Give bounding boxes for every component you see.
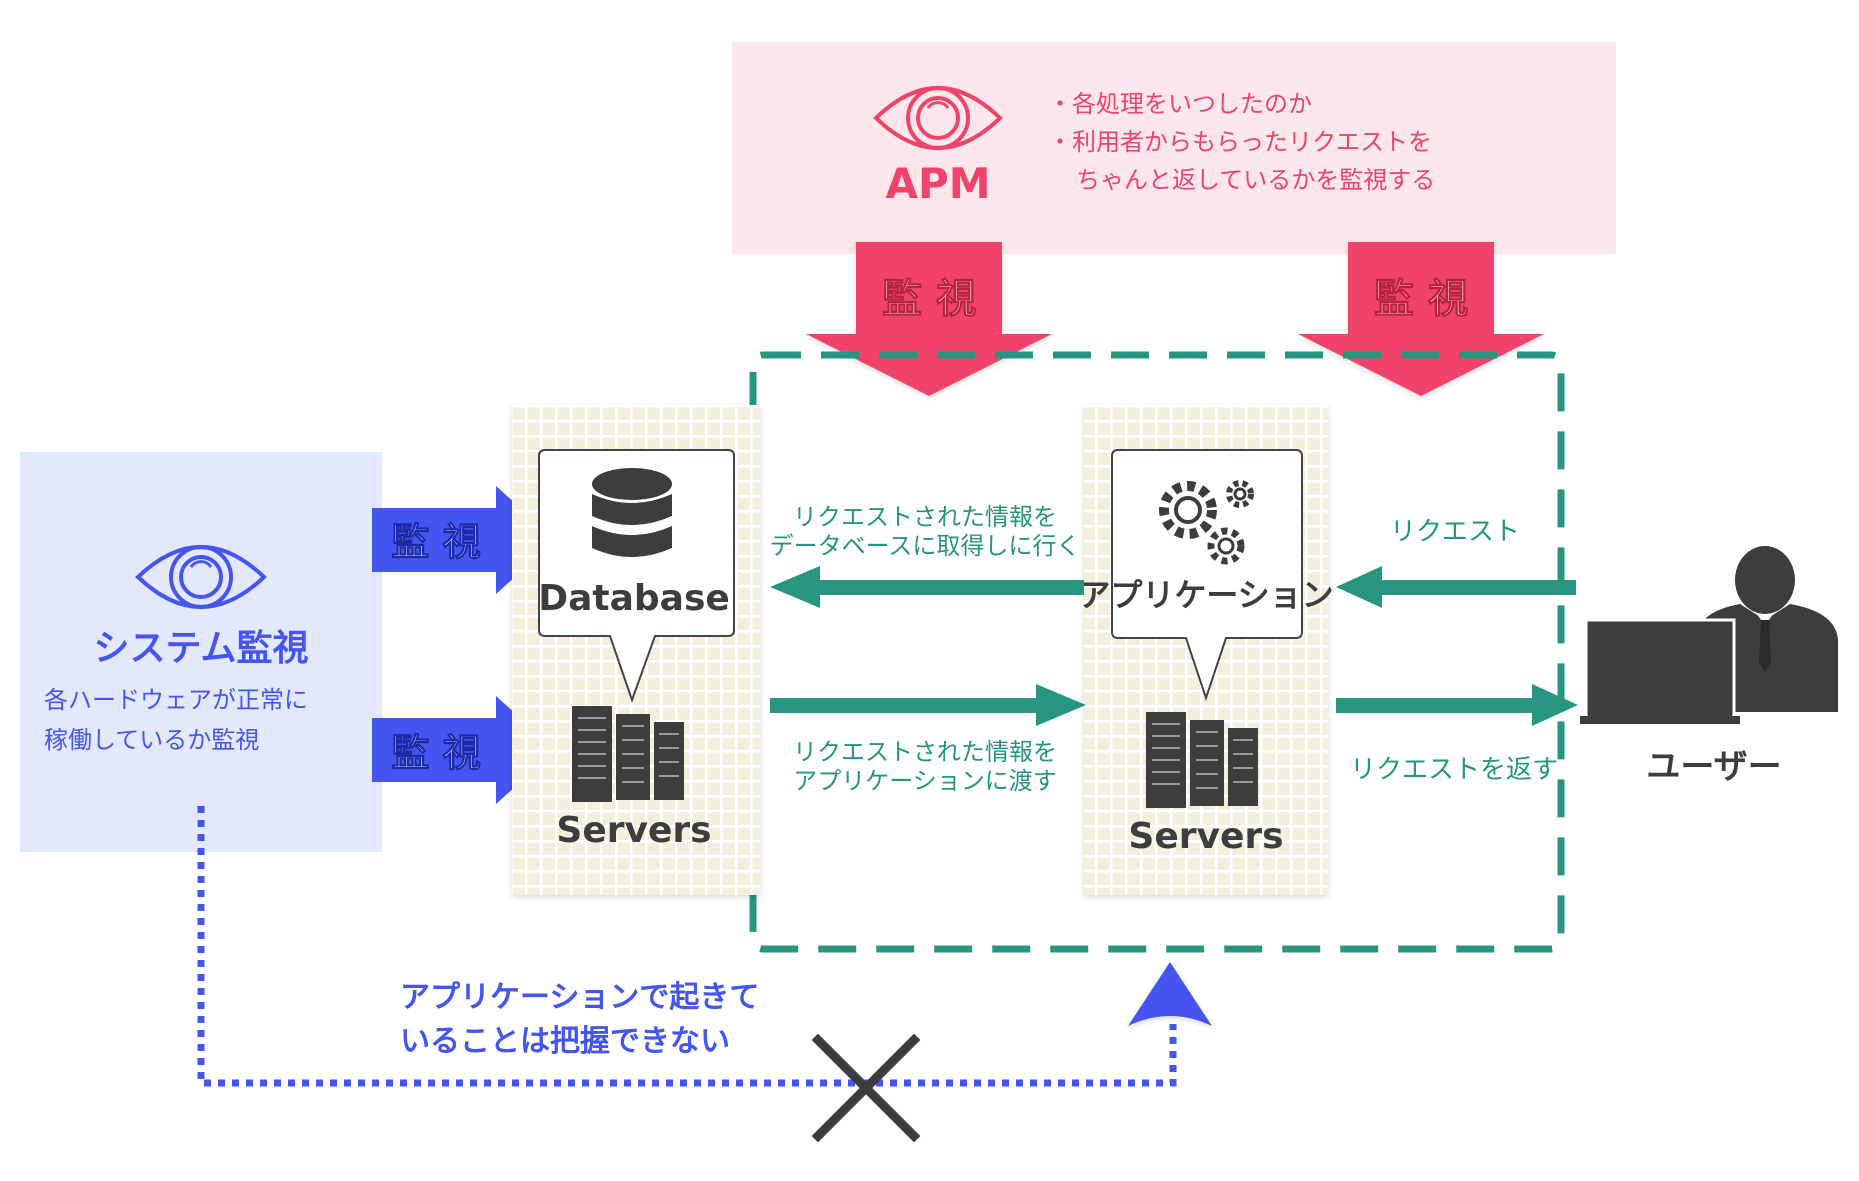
system-monitoring-title: システム監視: [94, 628, 309, 669]
system-monitoring-desc-2: 稼働しているか監視: [44, 726, 259, 754]
flow-to-db-line2: データベースに取得しに行く: [770, 532, 1081, 560]
flow-to-app-line1: リクエストされた情報を: [793, 738, 1057, 766]
system-monitor-label-servers: 監 視: [391, 731, 480, 775]
system-monitor-label-database: 監 視: [391, 520, 480, 564]
note-line2: いることは把握できない: [400, 1024, 730, 1059]
apm-bullet-1: ・各処理をいつしたのか: [1048, 90, 1312, 118]
flow-to-app-line2: アプリケーションに渡す: [793, 767, 1057, 795]
user-label: ユーザー: [1646, 747, 1781, 787]
apm-bullet-2: ・利用者からもらったリクエストを: [1048, 128, 1432, 156]
apm-monitor-label-left: 監 視: [882, 276, 976, 322]
database-label: Database: [538, 578, 730, 619]
db-servers-label: Servers: [556, 810, 711, 851]
database-callout: [538, 449, 735, 704]
app-servers-label: Servers: [1128, 816, 1283, 857]
flow-request: リクエスト: [1390, 517, 1520, 547]
arrow-app-to-user: [1336, 684, 1578, 726]
system-eye-icon: [135, 545, 267, 609]
apm-monitor-label-right: 監 視: [1374, 276, 1468, 322]
database-icon: [592, 468, 672, 557]
apm-monitor-arrow-right: 監 視: [1298, 242, 1544, 396]
db-servers-icon: [572, 706, 684, 802]
apm-title: APM: [885, 159, 990, 208]
app-servers-icon: [1146, 712, 1258, 808]
note-line1: アプリケーションで起きて: [400, 980, 759, 1015]
arrow-db-to-app: [770, 684, 1086, 726]
flow-return-request: リクエストを返す: [1350, 755, 1558, 785]
system-monitor-arrow-database: 監 視: [372, 486, 556, 594]
system-monitoring-panel: [20, 452, 382, 852]
system-monitor-arrow-servers: 監 視: [372, 696, 556, 804]
laptop-icon: [1580, 618, 1740, 724]
gears-icon: [1159, 480, 1254, 565]
application-label: アプリケーション: [1078, 576, 1333, 614]
system-monitoring-desc-1: 各ハードウェアが正常に: [44, 686, 308, 714]
apm-eye-icon: [873, 86, 1003, 150]
flow-to-db-line1: リクエストされた情報を: [793, 503, 1057, 531]
apm-bullet-3: ちゃんと返しているかを監視する: [1076, 166, 1435, 194]
apm-monitor-arrow-left: 監 視: [806, 242, 1052, 396]
visibility-arrowhead: [1128, 962, 1212, 1026]
apm-panel: [732, 42, 1616, 254]
arrow-user-to-app: [1336, 566, 1576, 608]
cross-icon: [811, 1033, 921, 1143]
system-monitoring-visibility-path: [197, 806, 1177, 1087]
arrow-app-to-db: [770, 566, 1084, 608]
